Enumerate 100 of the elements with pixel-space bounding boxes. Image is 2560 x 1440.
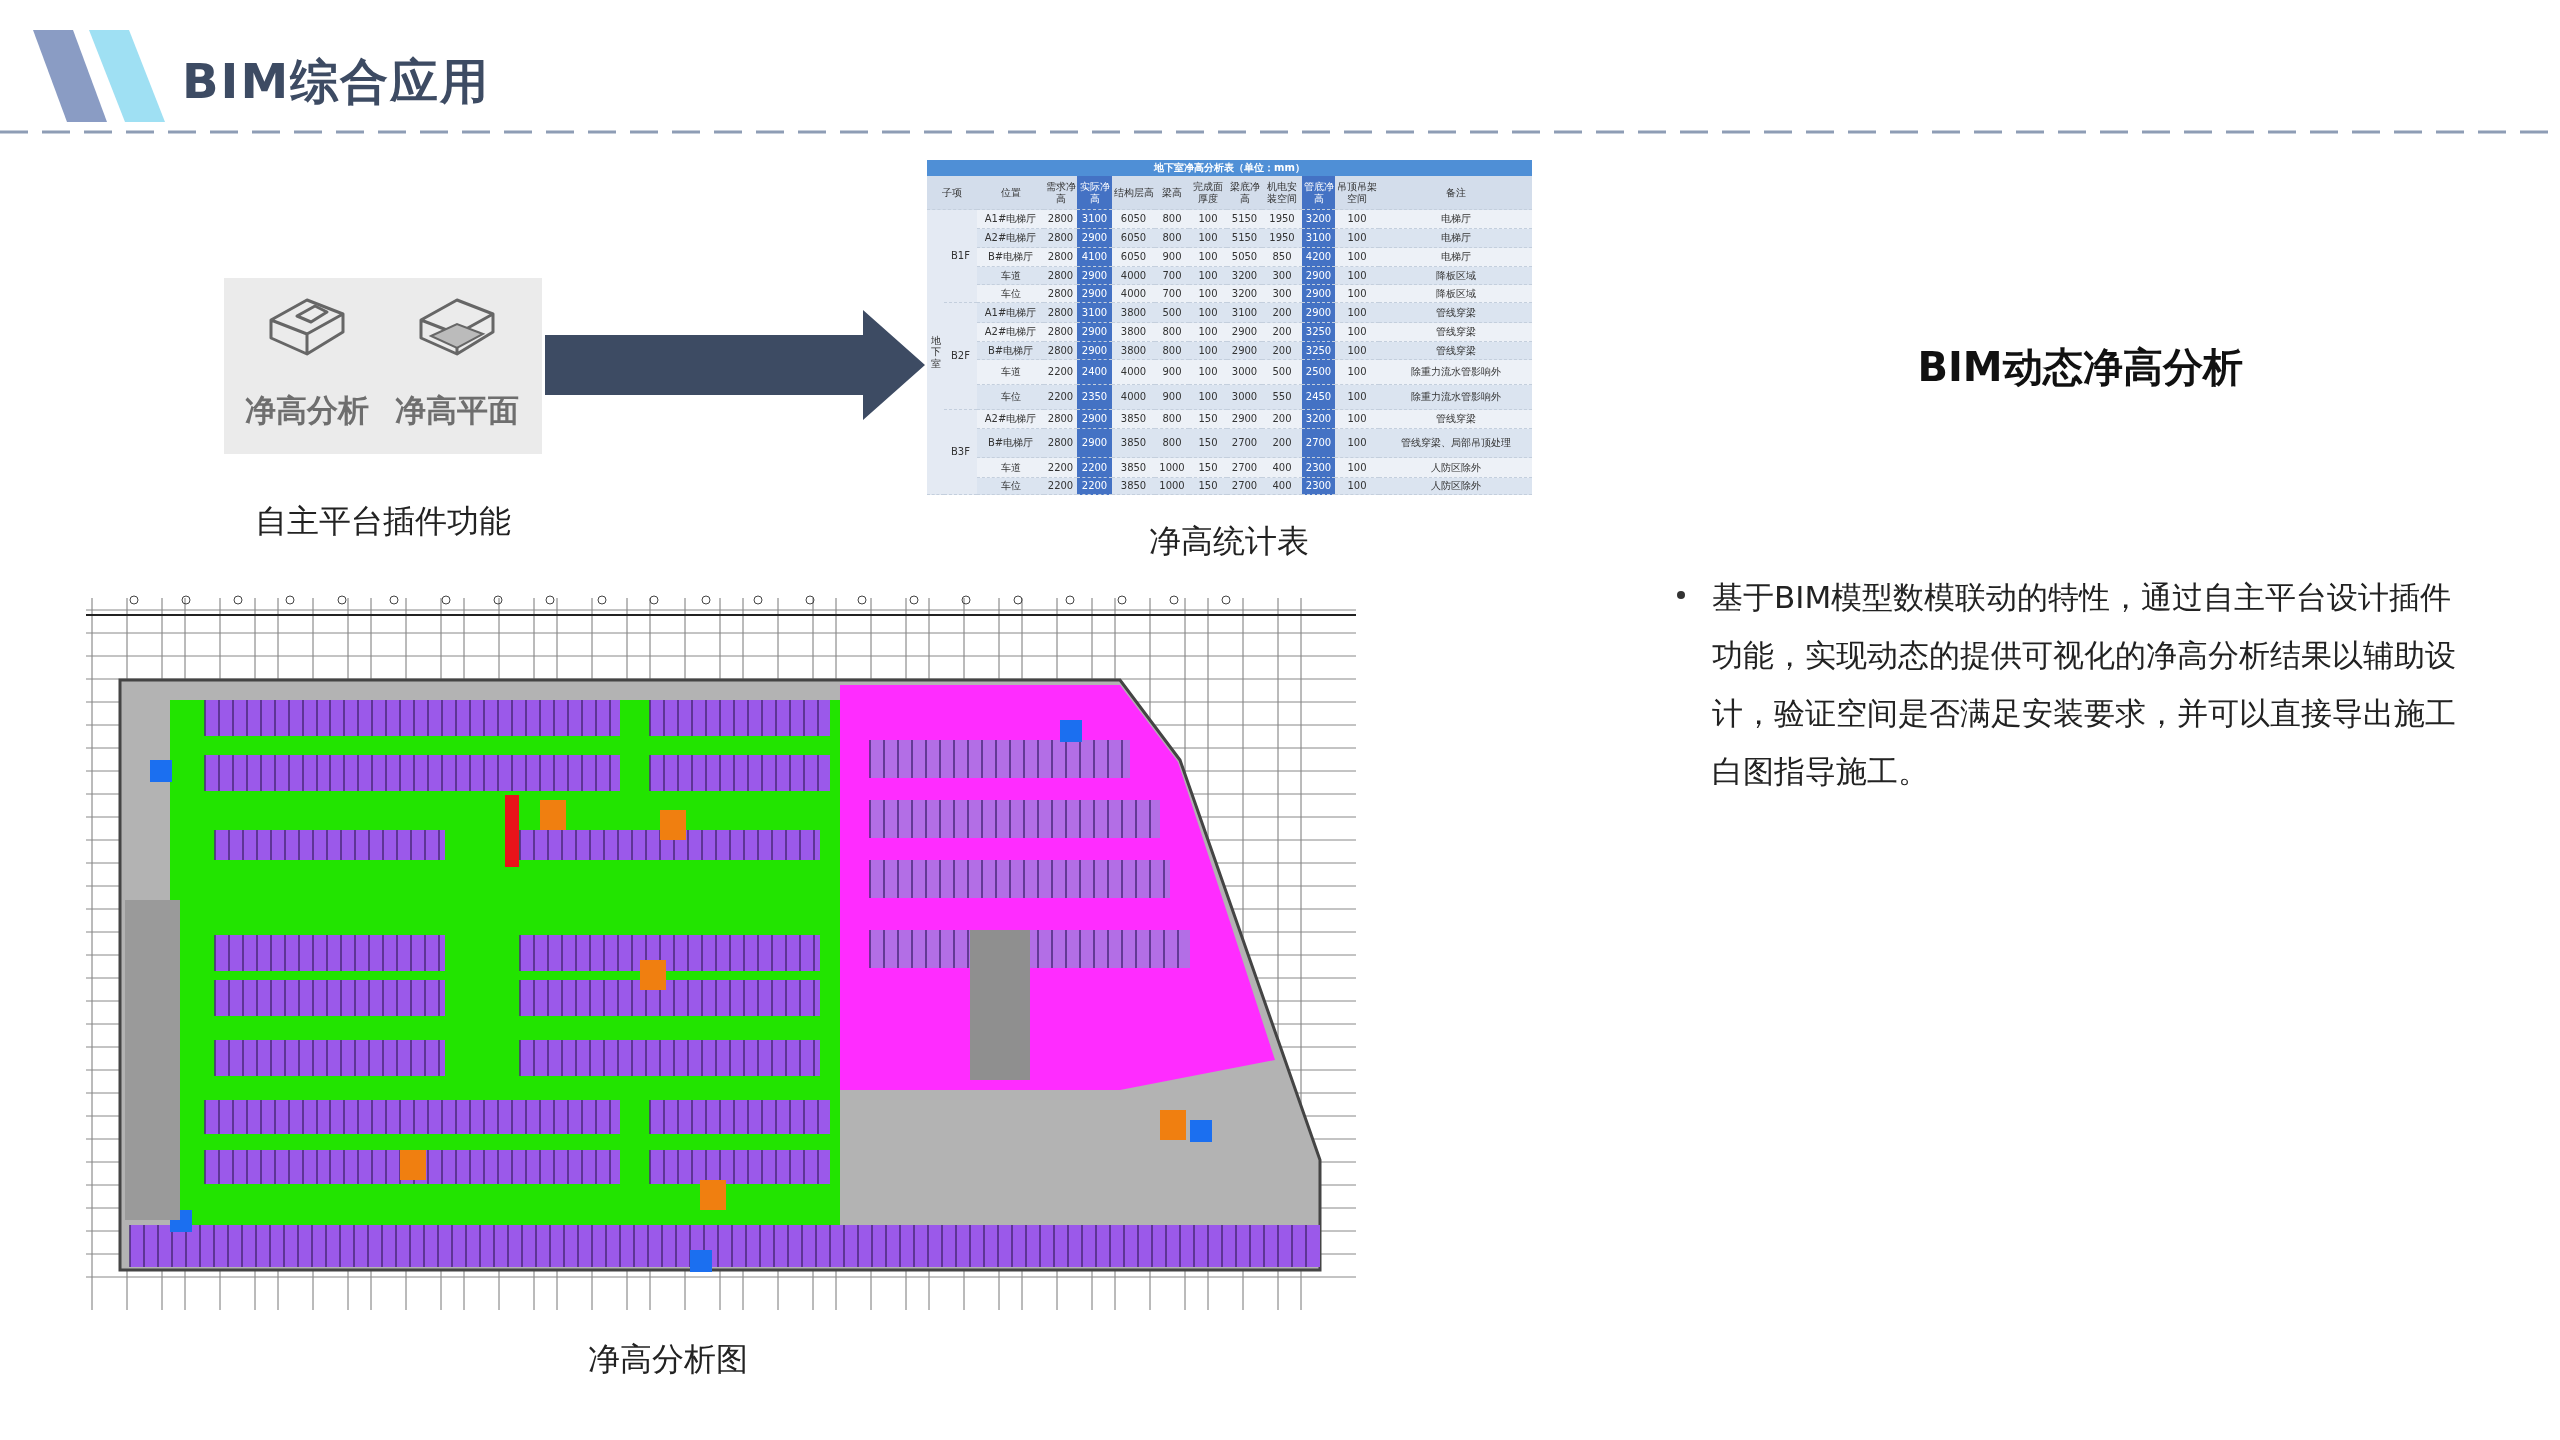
table-cell: 3200: [1227, 267, 1262, 285]
table-cell: A1#电梯厅: [977, 210, 1044, 229]
table-cell: 管线穿梁: [1379, 303, 1532, 323]
block-arrow: [545, 310, 925, 420]
table-cell: 800: [1155, 342, 1189, 360]
table-cell: 500: [1155, 303, 1189, 323]
section-heading: BIM动态净高分析: [1916, 343, 2244, 392]
table-cell: A2#电梯厅: [977, 410, 1044, 429]
caption: 净高统计表: [1148, 521, 1310, 562]
table-cell: 200: [1262, 342, 1302, 360]
table-cell: 100: [1335, 385, 1379, 410]
table-cell: 100: [1189, 342, 1227, 360]
table-cell: 3200: [1302, 210, 1335, 229]
table-cell: 2800: [1044, 229, 1077, 248]
table-cell: 2500: [1302, 360, 1335, 385]
table-cell: 3850: [1112, 429, 1155, 458]
table-cell: 700: [1155, 267, 1189, 285]
table-cell: 2900: [1227, 342, 1262, 360]
header-cell: 梁高: [1155, 176, 1189, 210]
table-cell: 电梯厅: [1379, 248, 1532, 267]
button-label: 净高分析: [244, 391, 370, 430]
header-cell: 结构层高: [1112, 176, 1155, 210]
header-cell: 需求净高: [1044, 176, 1077, 210]
table-cell: 100: [1335, 229, 1379, 248]
header-cell: 子项: [927, 176, 977, 210]
table-cell: 800: [1155, 229, 1189, 248]
table-cell: 900: [1155, 385, 1189, 410]
table-cell: 2350: [1077, 385, 1112, 410]
table-cell: 100: [1189, 229, 1227, 248]
table-cell: B2F: [944, 303, 977, 410]
table-cell: 550: [1262, 385, 1302, 410]
table-cell: 1000: [1155, 478, 1189, 495]
table-cell: 2700: [1302, 429, 1335, 458]
table-cell: 除重力流水管影响外: [1379, 385, 1532, 410]
table-cell: 4000: [1112, 385, 1155, 410]
table-cell: 3000: [1227, 385, 1262, 410]
table-cell: 4000: [1112, 267, 1155, 285]
table-cell: 2800: [1044, 267, 1077, 285]
table-cell: 2900: [1302, 303, 1335, 323]
table-cell: 降板区域: [1379, 267, 1532, 285]
table-cell: 2900: [1077, 429, 1112, 458]
table-cell: B1F: [944, 210, 977, 303]
table-cell: 车道: [977, 267, 1044, 285]
table-cell: A2#电梯厅: [977, 323, 1044, 342]
table-cell: 3850: [1112, 478, 1155, 495]
table-cell: 2900: [1077, 285, 1112, 303]
table-cell: 管线穿梁: [1379, 410, 1532, 429]
table-cell: 200: [1262, 303, 1302, 323]
header-cell: 吊顶吊架空间: [1335, 176, 1379, 210]
table-cell: 800: [1155, 429, 1189, 458]
table-cell: 100: [1335, 429, 1379, 458]
table-cell: 3100: [1077, 303, 1112, 323]
table-cell: 2900: [1077, 323, 1112, 342]
table-cell: 车位: [977, 285, 1044, 303]
table-cell: 2450: [1302, 385, 1335, 410]
table-cell: 管线穿梁: [1379, 342, 1532, 360]
table-cell: 2900: [1077, 410, 1112, 429]
table-cell: 6050: [1112, 229, 1155, 248]
table-cell: 2900: [1077, 342, 1112, 360]
table-cell: 车位: [977, 478, 1044, 495]
table-cell: 2200: [1077, 478, 1112, 495]
table-cell: 150: [1189, 429, 1227, 458]
header-cell: 机电安装空间: [1262, 176, 1302, 210]
table-cell: 2800: [1044, 303, 1077, 323]
table-cell: 4100: [1077, 248, 1112, 267]
table-cell: 400: [1262, 478, 1302, 495]
table-cell: 2900: [1302, 267, 1335, 285]
table-cell: 3250: [1302, 342, 1335, 360]
table-cell: 2700: [1227, 478, 1262, 495]
table-cell: 管线穿梁: [1379, 323, 1532, 342]
table-cell: 100: [1335, 303, 1379, 323]
table-cell: 2300: [1302, 478, 1335, 495]
table-cell: A1#电梯厅: [977, 303, 1044, 323]
table-cell: 3800: [1112, 342, 1155, 360]
table-cell: 3250: [1302, 323, 1335, 342]
table-cell: 2200: [1077, 458, 1112, 478]
table-cell: 2700: [1227, 429, 1262, 458]
caption: 净高分析图: [587, 1339, 749, 1380]
table-cell: 100: [1189, 303, 1227, 323]
table-cell: 降板区域: [1379, 285, 1532, 303]
table-cell: 1950: [1262, 229, 1302, 248]
table-cell: B#电梯厅: [977, 429, 1044, 458]
page-title: BIM综合应用: [182, 52, 491, 111]
table-cell: 2900: [1077, 229, 1112, 248]
header-cell: 管底净高: [1302, 176, 1335, 210]
table-cell: 4200: [1302, 248, 1335, 267]
header-cell: 梁底净高: [1227, 176, 1262, 210]
header-cell: 备注: [1379, 176, 1532, 210]
table-cell: 人防区除外: [1379, 478, 1532, 495]
table-cell: 2300: [1302, 458, 1335, 478]
table-cell: 2800: [1044, 342, 1077, 360]
table-cell: 3200: [1302, 410, 1335, 429]
table-cell: 3100: [1077, 210, 1112, 229]
table-cell: 2900: [1077, 267, 1112, 285]
plugin-panel: [224, 278, 542, 454]
header-cell: 位置: [977, 176, 1044, 210]
table-cell: 电梯厅: [1379, 210, 1532, 229]
table-cell: 300: [1262, 267, 1302, 285]
table-cell: 150: [1189, 478, 1227, 495]
table-cell: 2800: [1044, 429, 1077, 458]
